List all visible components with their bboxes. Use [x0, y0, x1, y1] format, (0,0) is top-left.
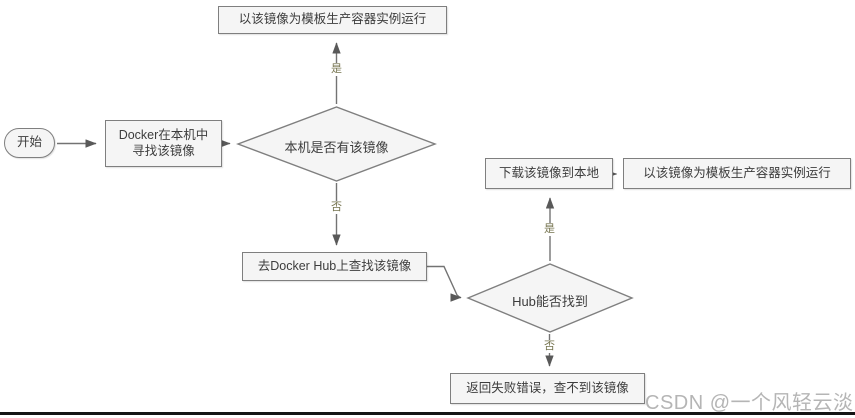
process-node-run-right: 以该镜像为模板生产容器实例运行: [623, 158, 851, 189]
process-node-find-local: Docker在本机中 寻找该镜像: [105, 120, 222, 167]
decision-shape-local: [236, 106, 437, 182]
edge-label-hub-yes: 是: [543, 223, 556, 236]
decision-label-local: 本机是否有该镜像: [284, 140, 389, 155]
edge-label-local-no: 否: [330, 201, 343, 214]
csdn-watermark: CSDN @一个风轻云淡: [645, 392, 854, 414]
process-node-fail: 返回失败错误，查不到该镜像: [450, 373, 645, 404]
edge-label-hub-no: 否: [543, 340, 556, 353]
edge-label-local-yes: 是: [330, 63, 343, 76]
process-node-download: 下载该镜像到本地: [485, 158, 613, 189]
process-node-run-top: 以该镜像为模板生产容器实例运行: [218, 6, 447, 34]
decision-shape-hub: [466, 263, 634, 333]
start-node: 开始: [4, 128, 55, 158]
edge-searchhub-to-hubdecision: [427, 265, 462, 302]
process-node-search-hub: 去Docker Hub上查找该镜像: [242, 252, 427, 281]
decision-label-hub: Hub能否找到: [512, 294, 588, 309]
bottom-divider: [0, 412, 855, 415]
